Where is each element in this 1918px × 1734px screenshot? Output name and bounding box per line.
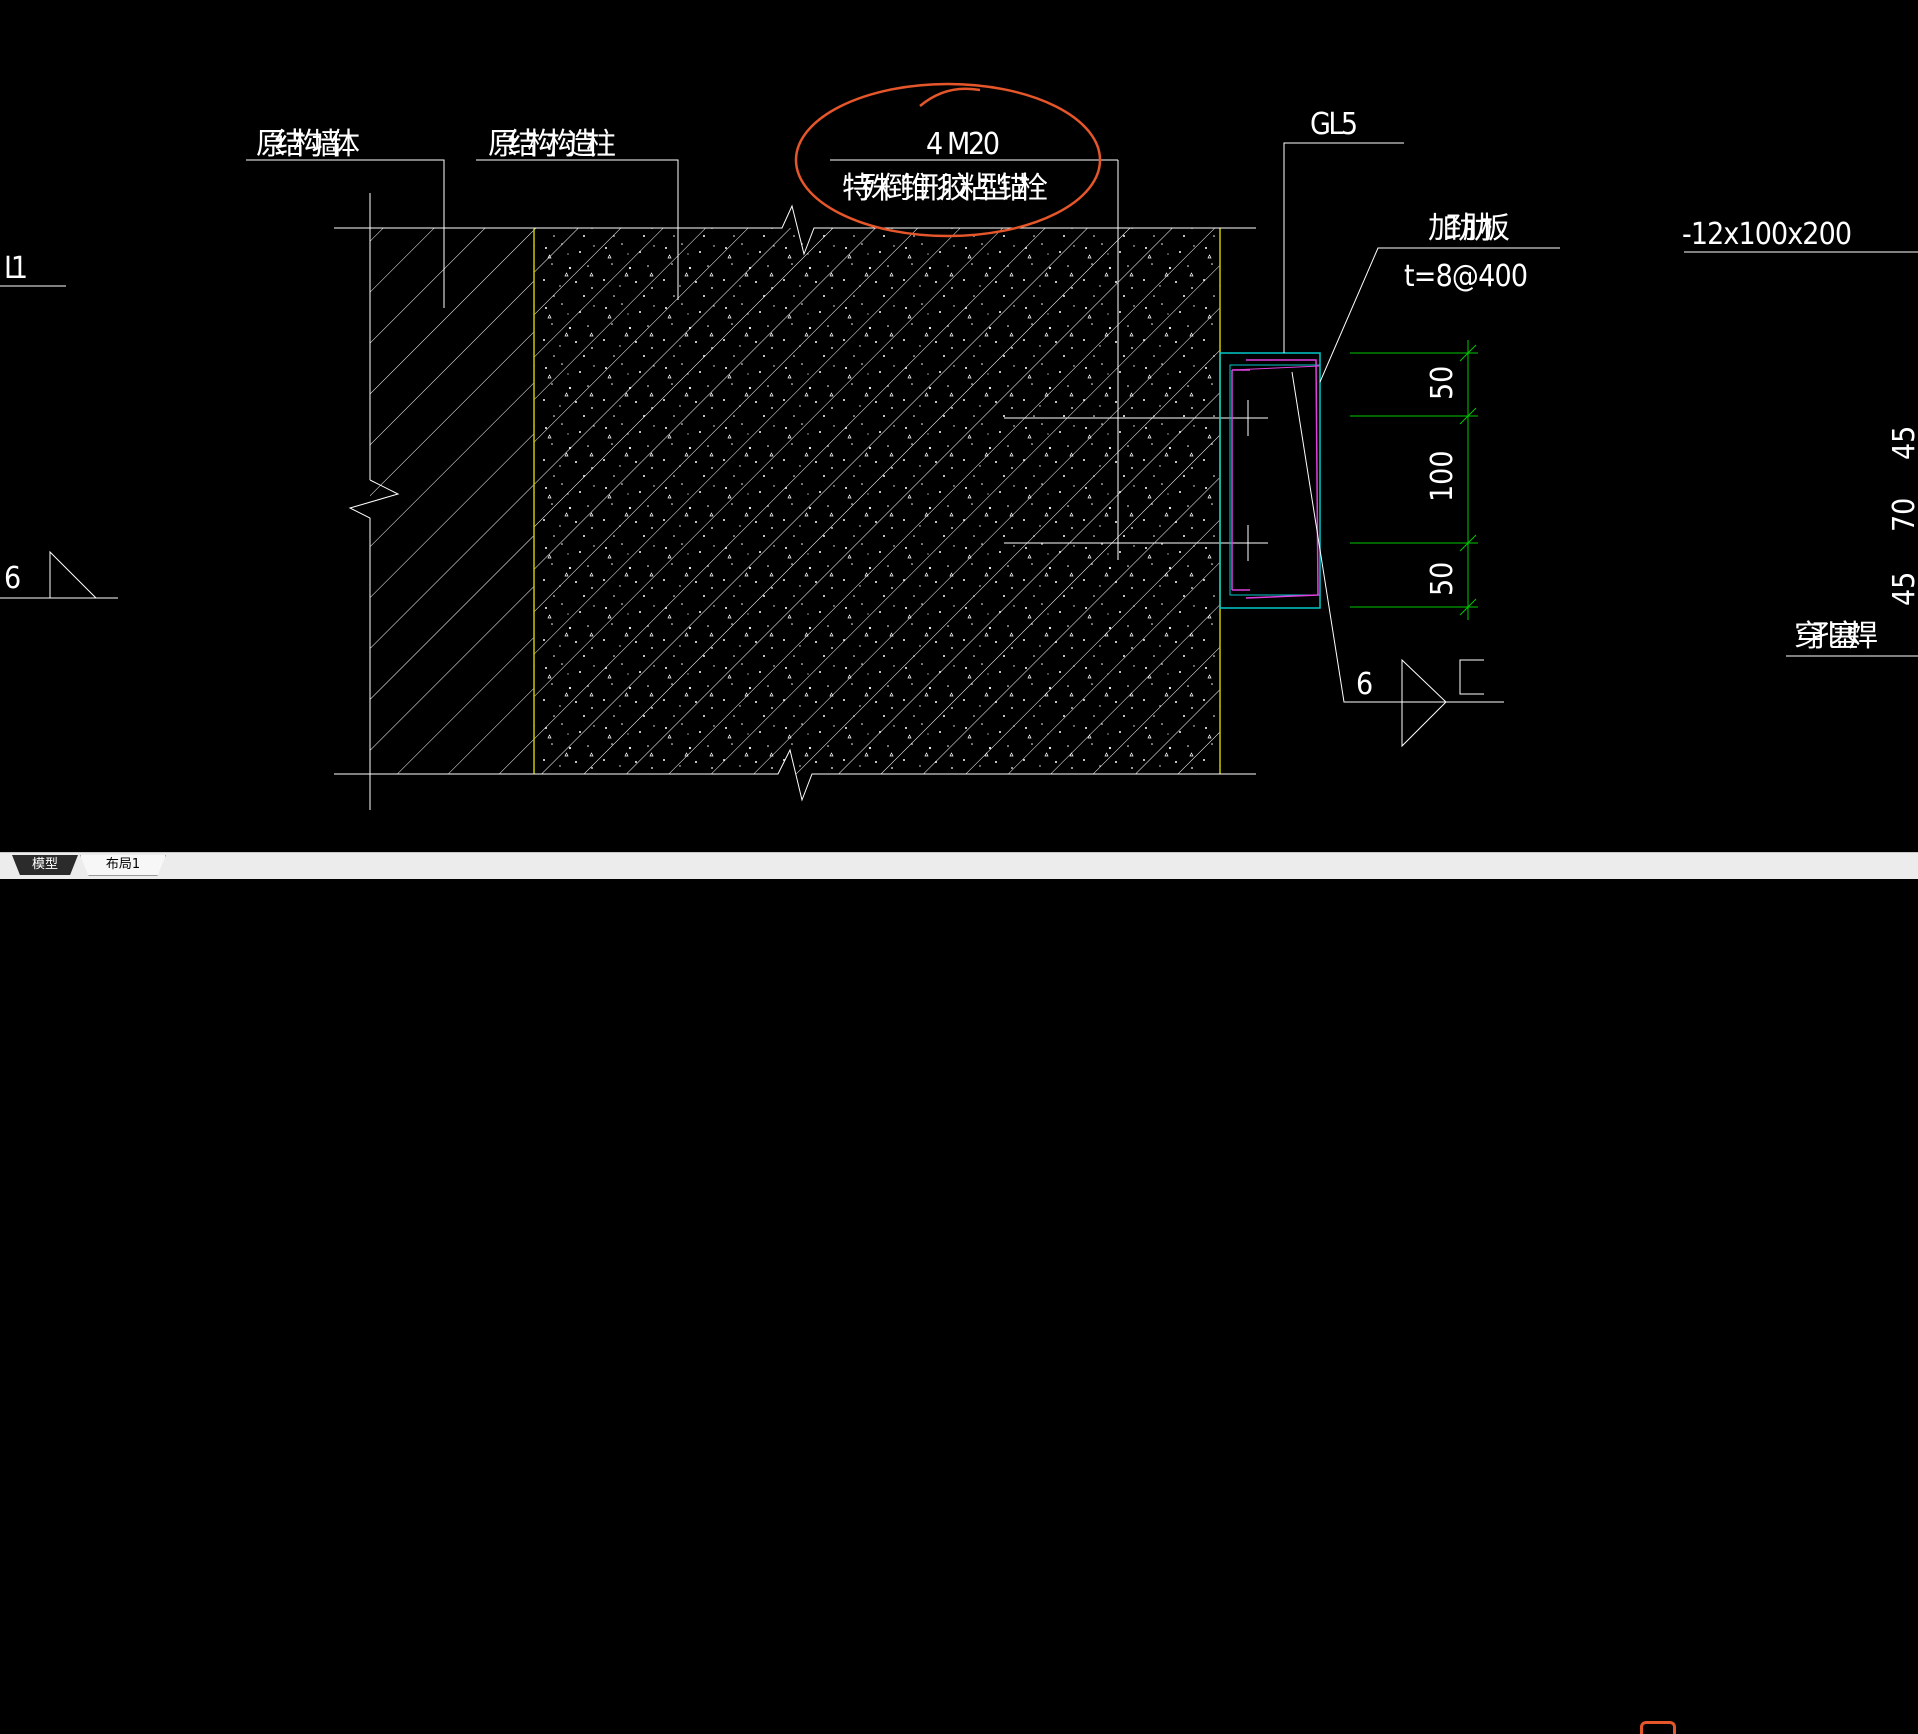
original-column	[533, 204, 1256, 802]
label-anchor-count: 4 M20	[926, 127, 1000, 162]
tab-model[interactable]: 模型	[12, 855, 78, 875]
dimension-lines	[1350, 340, 1478, 620]
dim-right-1: 45	[1887, 426, 1918, 460]
tab-layout1[interactable]: 布局1	[80, 855, 166, 876]
label-stiffener: 加劲肋板	[1428, 211, 1510, 246]
label-weld-right: 6	[1356, 667, 1373, 702]
cad-drawing[interactable]: 原结构墙体 原结构构造柱 4 M20 特殊倒锥形胶粘型锚栓 GL5 加劲肋板 t…	[0, 0, 1918, 852]
dim-right-2: 70	[1887, 498, 1918, 532]
label-gl5: GL5	[1310, 107, 1358, 142]
leader-lines	[0, 142, 1918, 703]
cad-drawing-viewport[interactable]: 原结构墙体 原结构构造柱 4 M20 特殊倒锥形胶粘型锚栓 GL5 加劲肋板 t…	[0, 0, 1918, 852]
annotation-mark	[1640, 1721, 1676, 1734]
label-plate-spec: -12x100x200	[1682, 217, 1852, 252]
dim-bottom: 50	[1425, 562, 1460, 596]
label-original-column: 原结构构造柱	[488, 127, 616, 162]
dim-right-3: 45	[1887, 572, 1918, 606]
layout-tab-bar: 模型 布局1	[0, 852, 1918, 1734]
annotation-circle	[794, 82, 1102, 238]
dim-mid: 100	[1425, 450, 1460, 502]
label-l1: L1	[4, 251, 28, 286]
label-anchor-type: 特殊倒锥形胶粘型锚栓	[842, 171, 1048, 206]
label-original-wall: 原结构墙体	[256, 127, 360, 162]
anchor-bolts	[1004, 160, 1268, 561]
dim-top: 50	[1425, 366, 1460, 400]
label-stiffener-spec: t=8@400	[1404, 259, 1528, 294]
original-wall	[334, 193, 534, 810]
annotation-circle-tail	[919, 87, 981, 107]
label-plug-weld: 穿孔塞焊	[1794, 619, 1878, 654]
label-weld-left: 6	[4, 561, 21, 596]
weld-symbol-right	[1401, 658, 1484, 748]
steel-channel-gl5	[1219, 352, 1321, 609]
weld-symbol-left	[49, 550, 97, 599]
